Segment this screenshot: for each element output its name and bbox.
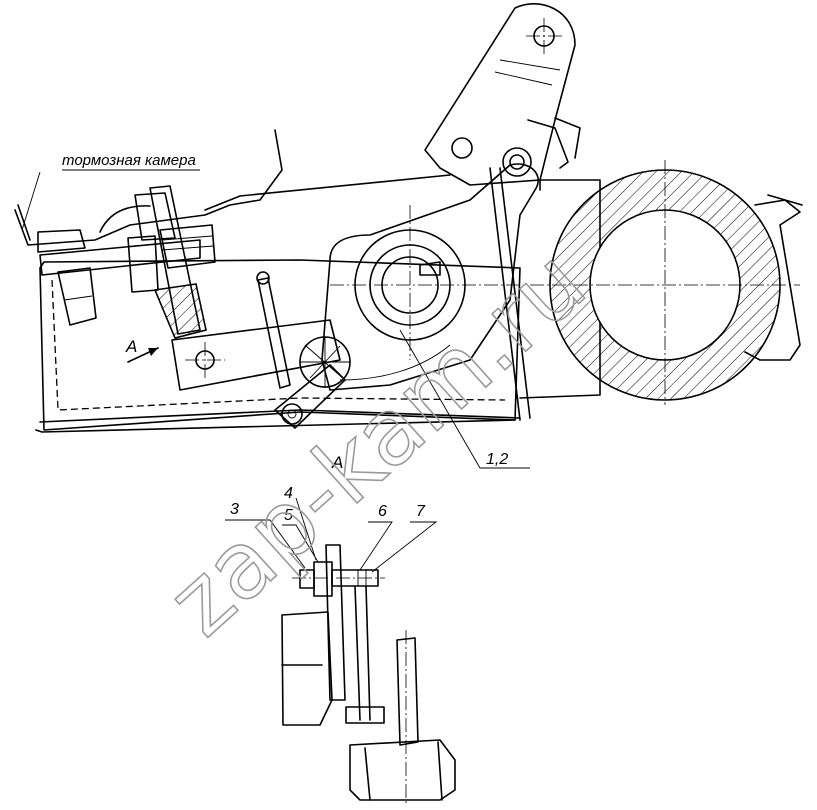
view-a: A 3 4 5 6 7 [225,453,456,805]
brake-chamber [14,129,451,339]
upper-arm [424,3,581,186]
callout-leader-1-2 [399,329,530,469]
main-view: тормозная камера A 1,2 [14,3,803,469]
brake-chamber-label: тормозная камера [62,152,196,169]
axle-section [519,160,803,405]
view-a-title: A [331,453,343,472]
adjusting-lever [321,147,539,421]
brake-chamber-leader [21,169,200,231]
callout-4: 4 [284,485,293,502]
worm-assembly [256,271,351,429]
callout-3: 3 [230,501,239,518]
callout-6: 6 [378,503,387,520]
frame-bracket [35,259,521,433]
callout-5: 5 [284,507,293,524]
view-arrow-label: A [125,337,137,356]
callout-1-2: 1,2 [486,451,508,468]
view-arrow [127,347,159,363]
watermark: zap-kam.ru [148,229,606,656]
callout-7: 7 [416,503,426,520]
